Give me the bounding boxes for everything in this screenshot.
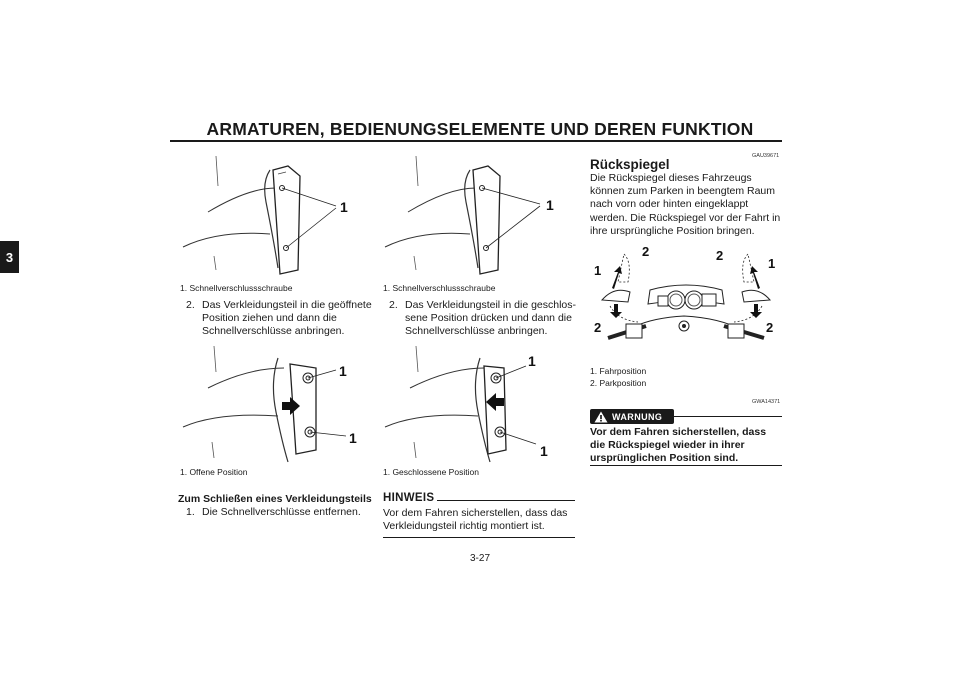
callout-label: 2 — [716, 248, 723, 263]
figure-caption: 1. Schnellverschlussschraube — [180, 283, 293, 293]
step-item: 2. Das Verkleidungsteil in die geschlos­… — [389, 299, 579, 339]
step-text: Das Verkleidungsteil in die geschlos­sen… — [405, 299, 577, 338]
chapter-tab[interactable]: 3 — [0, 241, 19, 273]
reference-code: GWA14371 — [752, 399, 781, 405]
figure-fairing-screw-left: 1 — [178, 152, 368, 280]
callout-label: 1 — [528, 353, 536, 369]
step-text: Die Schnellverschlüsse entfernen. — [202, 506, 361, 518]
step-number: 2. — [389, 299, 398, 311]
callout-label: 1 — [546, 197, 554, 213]
callout-label: 2 — [766, 320, 773, 335]
callout-label: 1 — [540, 443, 548, 459]
callout-label: 1 — [594, 263, 601, 278]
callout-label: 1 — [349, 430, 357, 446]
figure-caption: 1. Schnellverschlussschraube — [383, 283, 496, 293]
section-title: Rückspiegel — [590, 157, 670, 172]
note-title: HINWEIS — [383, 492, 435, 504]
figure-fairing-open: 1 1 — [178, 342, 368, 464]
callout-label: 2 — [642, 244, 649, 259]
section-heading: Zum Schließen eines Verkleidungsteils — [178, 493, 372, 505]
intro-paragraph: Die Rückspiegel dieses Fahrzeugs können … — [590, 172, 781, 237]
figure-caption: 1. Geschlossene Position — [383, 467, 479, 477]
callout-label: 2 — [594, 320, 601, 335]
header-rule — [170, 140, 782, 142]
warning-icon — [590, 409, 612, 424]
note-rule-bottom — [383, 537, 575, 538]
figure-caption: 1. Fahrposition — [590, 366, 647, 376]
warning-rule-bottom — [590, 465, 782, 466]
figure-caption: 2. Parkposition — [590, 378, 647, 388]
note-text: Vor dem Fahren sicherstellen, dass das V… — [383, 507, 568, 533]
warning-text: Vor dem Fahren sicherstellen, dass die R… — [590, 426, 767, 465]
warning-badge: WARNUNG — [590, 409, 674, 424]
figure-caption: 1. Offene Position — [180, 467, 248, 477]
step-number: 2. — [186, 299, 195, 311]
warning-label: WARNUNG — [612, 411, 663, 422]
warning-rule-top — [674, 416, 782, 417]
figure-mirror-positions: 1 2 2 1 2 2 — [588, 242, 784, 360]
callout-label: 1 — [339, 363, 347, 379]
step-item: 2. Das Verkleidungsteil in die geöffnete… — [186, 299, 372, 339]
callout-label: 1 — [768, 256, 775, 271]
step-text: Das Verkleidungsteil in die geöffnete Po… — [202, 299, 372, 338]
callout-label: 1 — [340, 199, 348, 215]
reference-code: GAU39671 — [752, 153, 780, 159]
step-number: 1. — [186, 506, 195, 518]
figure-fairing-screw-middle: 1 — [380, 152, 570, 280]
step-item: 1. Die Schnellverschlüsse entfernen. — [186, 506, 372, 519]
figure-fairing-closed: 1 1 — [380, 342, 570, 464]
page-title: ARMATUREN, BEDIENUNGSELEMENTE UND DEREN … — [206, 119, 754, 139]
page-number: 3-27 — [469, 553, 490, 564]
note-rule-top — [437, 500, 575, 501]
